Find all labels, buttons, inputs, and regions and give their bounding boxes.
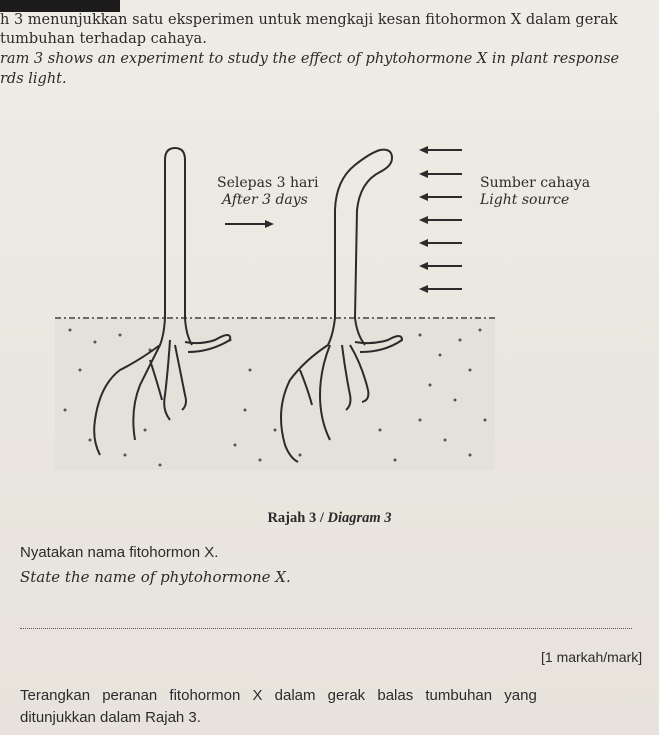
question1-en: State the name of phytohormone X. (20, 568, 291, 586)
light-ray-arrow (419, 216, 462, 224)
light-ray-arrow (419, 262, 462, 270)
caption-en: Diagram 3 (327, 510, 392, 526)
plant-before (93, 146, 232, 456)
after-days-label-en: After 3 days (222, 192, 308, 208)
light-ray-arrow (419, 239, 462, 247)
light-ray-arrow (419, 170, 462, 178)
light-rays (419, 146, 462, 293)
answer-line[interactable] (20, 628, 632, 629)
plant-after (280, 148, 404, 463)
diagram-caption: Rajah 3 / Diagram 3 (0, 510, 659, 527)
question2-line2: ditunjukkan dalam Rajah 3. (20, 709, 201, 726)
after-days-label-ms: Selepas 3 hari (217, 175, 319, 191)
intro-line-ms-2: tumbuhan terhadap cahaya. (0, 31, 207, 47)
intro-line-en-2: rds light. (0, 71, 67, 87)
intro-line-ms-1: h 3 menunjukkan satu eksperimen untuk me… (0, 12, 618, 28)
intro-line-en-1: ram 3 shows an experiment to study the e… (0, 51, 620, 67)
light-source-label-ms: Sumber cahaya (480, 175, 591, 191)
page-header-strip (0, 0, 120, 12)
soil-region (55, 317, 495, 470)
light-ray-arrow (419, 146, 462, 154)
question1-ms: Nyatakan nama fitohormon X. (20, 544, 219, 561)
question2-line1: Terangkan peranan fitohormon X dalam ger… (20, 687, 537, 704)
caption-ms: Rajah 3 / (267, 510, 328, 526)
light-ray-arrow (419, 193, 462, 201)
time-arrow (225, 220, 274, 228)
light-source-label-en: Light source (480, 192, 570, 208)
experiment-diagram (55, 146, 495, 470)
light-ray-arrow (419, 285, 462, 293)
mark-allocation: [1 markah/mark] (541, 649, 643, 665)
